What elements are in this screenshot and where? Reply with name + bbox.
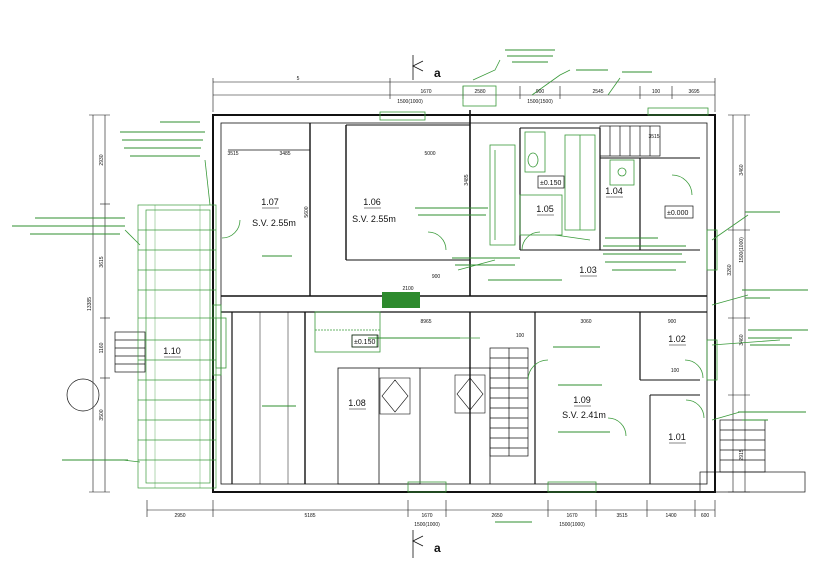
- dim-top-8: 1500(1000): [397, 99, 423, 105]
- dim-int-8: 8965: [420, 319, 431, 325]
- dim-right-4: 3460: [739, 334, 745, 345]
- room-1-05-number: 1.05: [536, 204, 554, 214]
- dim-left-3: 1160: [99, 342, 105, 353]
- room-1-01-number: 1.01: [668, 432, 686, 442]
- walls: [212, 110, 716, 493]
- dim-top-7: 3695: [688, 89, 699, 95]
- dim-int-5: 3515: [648, 134, 659, 140]
- dim-bottom-7: 1400: [665, 513, 676, 519]
- stair-outside-left: [114, 331, 146, 373]
- dim-int-7: 900: [432, 274, 441, 280]
- dim-left-2: 3615: [99, 256, 105, 267]
- room-1-04-number: 1.04: [605, 186, 623, 196]
- dim-int-11: 100: [516, 333, 525, 339]
- room-1-07-number: 1.07: [261, 197, 279, 207]
- dim-right-1: 3460: [739, 164, 745, 175]
- section-mark-top: a: [412, 55, 441, 80]
- room-1-09-number: 1.09: [573, 395, 591, 405]
- side-dimension-texts: 13385 2930 3615 1160 3500 3460 3260 1500…: [87, 154, 745, 460]
- room-1-03-number: 1.03: [579, 265, 597, 275]
- dim-top-3: 2580: [474, 89, 485, 95]
- bottom-dimension-texts: 2950 5185 1670 2650 1670 3515 1400 600 1…: [174, 513, 709, 528]
- room-1-06-area: S.V. 2.55m: [352, 214, 396, 224]
- dim-int-12: 3515: [227, 151, 238, 157]
- dim-bottom-3: 1670: [421, 513, 432, 519]
- dim-bottom-1: 2950: [174, 513, 185, 519]
- dim-bottom-8: 600: [701, 513, 710, 519]
- level-marker-kitchen: ±0.000: [664, 205, 694, 219]
- room-1-10-number: 1.10: [163, 346, 181, 356]
- room-1-09-area: S.V. 2.41m: [562, 410, 606, 420]
- dim-bottom-6: 3515: [616, 513, 627, 519]
- dim-right-3: 1500(1000): [739, 237, 745, 263]
- dim-left-total: 13385: [87, 297, 93, 311]
- dim-top-4: 900: [536, 89, 545, 95]
- top-dimension-texts: 5 1670 2580 900 2545 100 3695 1500(1000)…: [297, 76, 700, 105]
- dim-int-1: 3485: [279, 151, 290, 157]
- section-mark-bottom: a: [412, 530, 441, 558]
- dim-bottom-10: 1500(1000): [559, 522, 585, 528]
- section-label-bottom: a: [434, 541, 441, 555]
- green-annotations: [12, 49, 808, 523]
- dim-int-4: 3485: [464, 174, 470, 185]
- room-1-08-number: 1.08: [348, 398, 366, 408]
- room-1-06-number: 1.06: [363, 197, 381, 207]
- dim-bottom-4: 2650: [491, 513, 502, 519]
- tree-symbol: [66, 378, 100, 412]
- dim-top-1: 5: [297, 76, 300, 82]
- level-stair-text: ±0.150: [354, 339, 375, 346]
- section-label-top: a: [434, 66, 441, 80]
- dim-int-6: 2100: [402, 286, 413, 292]
- level-wc-text: ±0.150: [540, 180, 561, 187]
- dim-int-2: 5000: [424, 151, 435, 157]
- level-marker-wc: ±0.150: [537, 175, 565, 189]
- room-labels: 1.07 S.V. 2.55m 1.06 S.V. 2.55m 1.05 1.0…: [163, 186, 686, 444]
- interior-dimension-texts: 3485 5000 5600 3485 3515 2100 900 8965 3…: [227, 134, 679, 374]
- room-1-07-area: S.V. 2.55m: [252, 218, 296, 228]
- dim-top-5: 2545: [592, 89, 603, 95]
- room-1-02-number: 1.02: [668, 334, 686, 344]
- green-fill-block: [382, 292, 420, 308]
- diamond-symbols: [379, 374, 486, 415]
- dim-int-10: 900: [668, 319, 677, 325]
- dim-bottom-2: 5185: [304, 513, 315, 519]
- dim-left-1: 2930: [99, 154, 105, 165]
- dim-left-4: 3500: [99, 409, 105, 420]
- stair-upper: [599, 125, 661, 157]
- stair-lower: [489, 347, 529, 457]
- green-openings: [122, 59, 781, 493]
- dim-top-2: 1670: [420, 89, 431, 95]
- dim-right-2: 3260: [727, 264, 733, 275]
- dim-right-5: 2915: [739, 449, 745, 460]
- dim-top-6: 100: [652, 89, 661, 95]
- dimension-lines: [89, 78, 750, 517]
- dim-top-9: 1500(1500): [527, 99, 553, 105]
- dim-int-9: 3060: [580, 319, 591, 325]
- level-marker-stair: ±0.150: [351, 334, 379, 348]
- dim-bottom-9: 1500(1000): [414, 522, 440, 528]
- dim-int-3: 5600: [304, 206, 310, 217]
- dim-int-13: 100: [671, 368, 680, 374]
- level-kitchen-text: ±0.000: [667, 210, 688, 217]
- dim-bottom-5: 1670: [566, 513, 577, 519]
